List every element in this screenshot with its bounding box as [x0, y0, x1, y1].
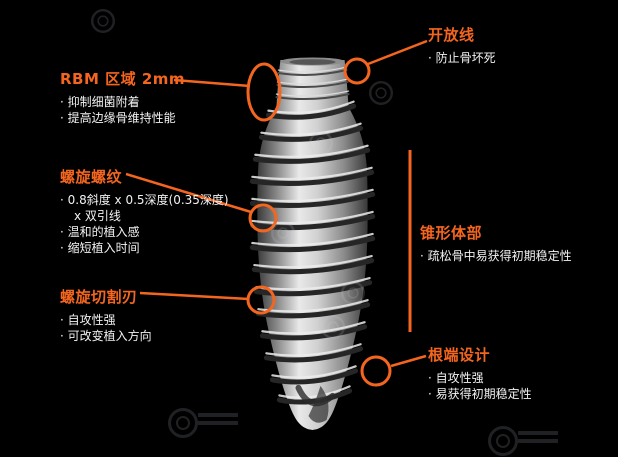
annotation-rbm-zone-title: RBM 区域 2mm [60, 70, 186, 88]
watermark-logo [309, 131, 333, 155]
annotation-open-line-bullet: · 防止骨坏死 [428, 51, 496, 65]
annotation-spiral-thread-bullet: · 温和的植入感 [60, 225, 140, 239]
annotation-root-end-bullet: · 自攻性强 [428, 371, 484, 385]
watermark-logo [168, 408, 238, 438]
annotation-spiral-thread: 螺旋螺纹 · 0.8斜度 x 0.5深度(0.35深度) x 双引线 · 温和的… [60, 166, 229, 256]
watermark-logo [369, 81, 393, 105]
annotation-open-line-title: 开放线 [428, 26, 475, 44]
annotation-cutting-edge: 螺旋切割刃 · 自攻性强 · 可改变植入方向 [60, 286, 152, 344]
watermark-logo [488, 426, 558, 456]
root-end-callout-line [390, 354, 427, 368]
annotation-rbm-zone-bullet: · 抑制细菌附着 [60, 95, 140, 109]
annotation-root-end-title: 根端设计 [428, 346, 491, 364]
implant-apical-flute-edge [295, 384, 336, 407]
annotation-open-line: 开放线 · 防止骨坏死 [428, 24, 496, 66]
implant-top-bore [289, 59, 336, 65]
annotation-rbm-zone: RBM 区域 2mm · 抑制细菌附着 · 提高边缘骨维持性能 [60, 68, 185, 126]
annotation-cutting-edge-bullet: · 可改变植入方向 [60, 329, 152, 343]
watermark-logo [341, 281, 365, 305]
annotation-root-end-bullet: · 易获得初期稳定性 [428, 387, 532, 401]
watermark-logo [271, 221, 295, 245]
annotation-spiral-thread-bullet: · 缩短植入时间 [60, 241, 140, 255]
annotation-rbm-zone-bullet: · 提高边缘骨维持性能 [60, 111, 176, 125]
watermark-logo [91, 9, 115, 33]
annotation-root-end: 根端设计 · 自攻性强 · 易获得初期稳定性 [428, 344, 532, 402]
implant-collar-grooves [275, 66, 350, 101]
annotation-conical-body: 锥形体部 · 疏松骨中易获得初期稳定性 [420, 222, 572, 264]
annotation-conical-body-bullet: · 疏松骨中易获得初期稳定性 [420, 249, 572, 263]
implant-image [240, 57, 385, 433]
implant-graphic [249, 57, 376, 430]
rbm-callout-line [173, 78, 251, 88]
watermark-logo [321, 315, 345, 339]
annotation-cutting-edge-title: 螺旋切割刃 [60, 288, 138, 306]
annotation-spiral-thread-bullet: x 双引线 [74, 209, 121, 223]
annotation-spiral-thread-bullet: · 0.8斜度 x 0.5深度(0.35深度) [60, 193, 229, 207]
annotation-spiral-thread-title: 螺旋螺纹 [60, 168, 123, 186]
cutting-edge-callout-line [139, 291, 250, 301]
annotation-conical-body-title: 锥形体部 [420, 224, 483, 242]
annotation-cutting-edge-bullet: · 自攻性强 [60, 313, 116, 327]
